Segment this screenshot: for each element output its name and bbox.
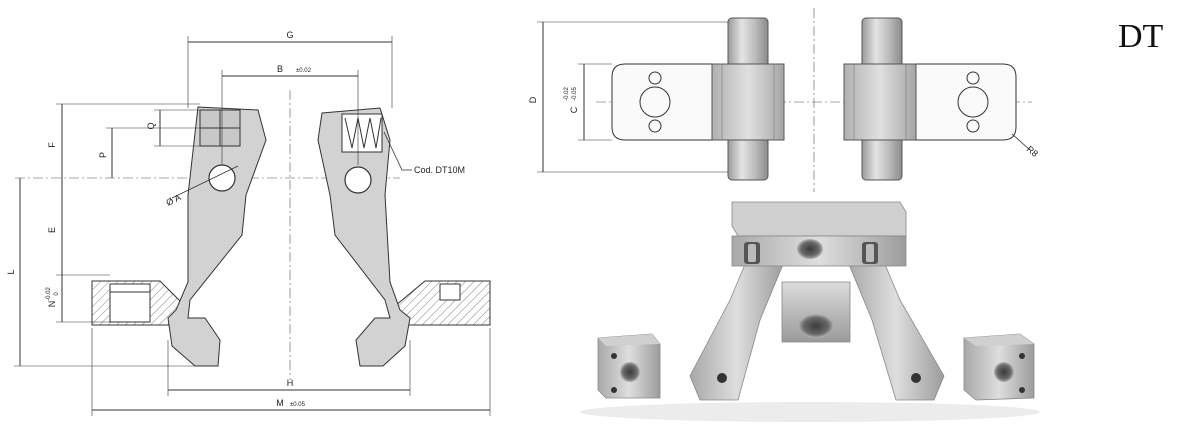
left-small-block [597, 333, 661, 399]
label-M-tol: ±0.05 [290, 402, 306, 408]
render-right-arm [847, 261, 945, 401]
spring [344, 117, 382, 149]
left-arm [167, 106, 267, 367]
label-B-tol: ±0.02 [296, 68, 312, 74]
label-L: L [6, 269, 16, 274]
label-G: G [286, 30, 293, 40]
label-D: D [528, 96, 538, 103]
product-title: DT [1118, 18, 1164, 55]
label-N-tol-bot: 0 [54, 292, 60, 296]
label-F: F [47, 142, 57, 148]
side-view-drawing [14, 36, 491, 416]
left-plate-hole-center [639, 86, 671, 118]
dim-leader-A [171, 165, 239, 199]
render-top-bar [731, 201, 907, 267]
label-C-tol-top: -0.02 [564, 87, 570, 101]
right-slider-block [843, 63, 917, 141]
top-view-drawing [537, 8, 1032, 192]
left-plate-hole-top [648, 71, 662, 85]
label-H: H [287, 378, 294, 388]
label-C-tol-bot: -0.05 [572, 87, 578, 101]
product-3d-render [580, 201, 1040, 422]
left-slider-block [711, 63, 785, 141]
label-R: R8 [1025, 144, 1040, 159]
label-C: C [569, 106, 579, 113]
right-arm [317, 107, 411, 367]
label-Q: Q [146, 122, 156, 129]
right-small-block [963, 333, 1035, 401]
right-plate-hole-center [957, 86, 989, 118]
right-plate [915, 63, 1017, 141]
right-plate-hole-top [966, 71, 980, 85]
render-left-arm [689, 261, 785, 401]
label-N: N [47, 301, 57, 308]
label-P: P [98, 152, 108, 158]
code-leader [383, 131, 412, 171]
left-base-block [91, 280, 186, 326]
left-plate-hole-bottom [648, 119, 662, 133]
right-plate-hole-bottom [966, 119, 980, 133]
label-code: Cod. DT10M [414, 165, 465, 175]
right-arm-hole [344, 166, 372, 194]
label-B: B [277, 64, 283, 74]
left-plate [611, 63, 713, 141]
dim-leader-R [1011, 133, 1031, 151]
label-E: E [47, 227, 57, 233]
label-N-tol-top: -0.02 [46, 287, 52, 301]
label-M: M [276, 398, 284, 408]
